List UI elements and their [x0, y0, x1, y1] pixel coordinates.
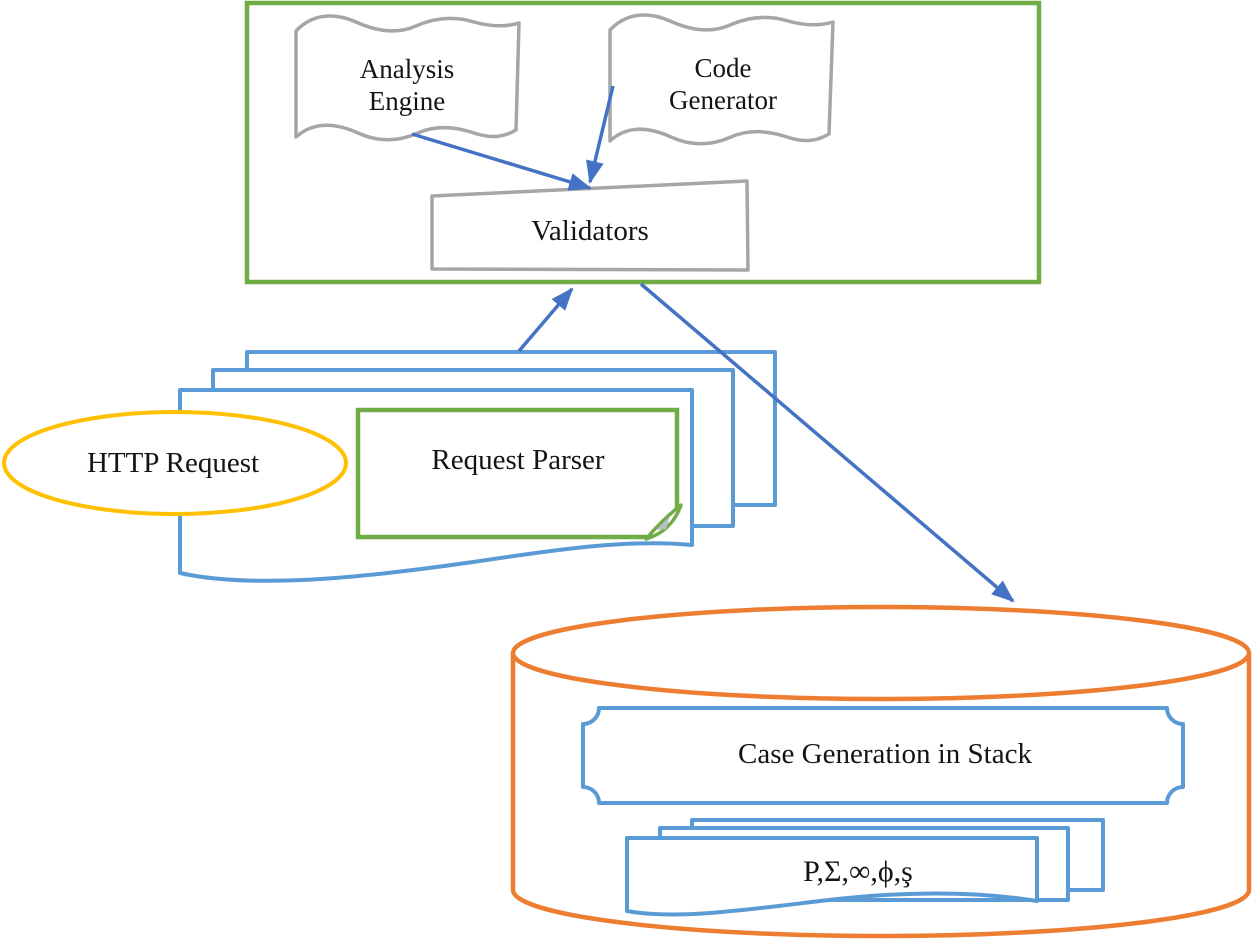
analysis-engine-flag	[294, 14, 521, 142]
cylinder-top-ellipse	[510, 604, 1252, 702]
analysis-engine-label-line2: Engine	[369, 86, 445, 116]
fold-shadow	[656, 516, 670, 530]
http-request-label: HTTP Request	[87, 447, 259, 479]
http-request-ellipse	[2, 410, 348, 516]
arrow-codegen-to-validators	[586, 85, 615, 184]
analysis-engine-label-line1: Analysis	[360, 54, 455, 84]
arrow-parser-to-validators	[517, 287, 574, 353]
code-generator-label-line2: Generator	[669, 85, 777, 115]
case-generation-plaque	[581, 706, 1185, 805]
validators-box	[430, 179, 750, 272]
code-generator-label-line1: Code	[695, 53, 752, 83]
symbol-document-stack	[625, 818, 1105, 917]
validators-label: Validators	[531, 215, 649, 247]
symbols-label: P,Σ,∞,ϕ,ş	[803, 855, 913, 888]
case-generation-label: Case Generation in Stack	[738, 738, 1032, 770]
request-parser-note	[355, 407, 683, 541]
validation-container-box	[244, 0, 1042, 285]
arrow-validators-to-database	[639, 282, 1015, 603]
code-generator-flag	[608, 13, 835, 146]
request-parser-label: Request Parser	[431, 444, 604, 476]
symbol-document-front	[625, 836, 1039, 917]
arrow-analysis-to-validators	[411, 132, 592, 191]
folded-corner	[644, 503, 683, 541]
